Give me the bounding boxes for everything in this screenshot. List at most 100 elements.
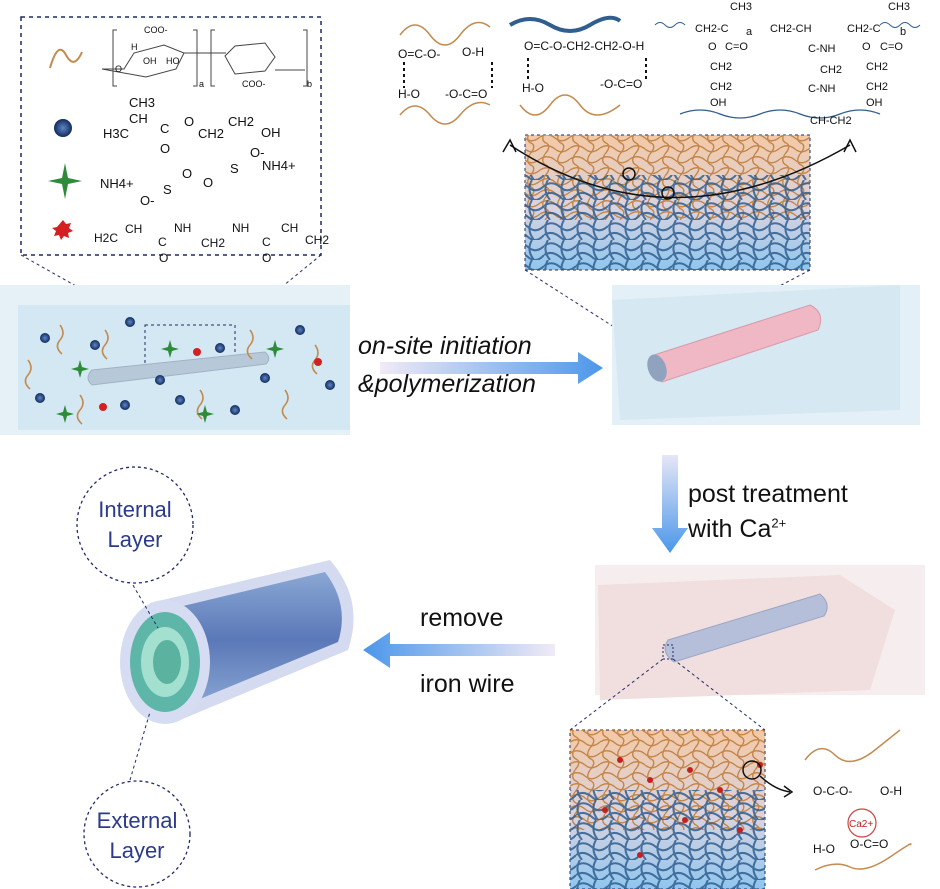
precursor-container [0, 285, 350, 435]
external-line1: External [96, 808, 178, 833]
formula-label: O [160, 141, 170, 156]
formula-label: NH4+ [262, 158, 296, 173]
ca-ion-label: Ca2+ [849, 819, 873, 830]
formula-label: O [708, 41, 717, 53]
external-layer-callout [83, 780, 191, 888]
formula-label: C [160, 121, 169, 136]
step2-label-line2: with Ca2+ [688, 515, 786, 544]
formula-label: CH2 [201, 236, 225, 250]
iron-wire [87, 351, 270, 386]
internal-layer-callout [76, 466, 194, 584]
hollow-tube [120, 560, 354, 724]
formula-label: O=C-O-CH2-CH2-O-H [524, 39, 644, 53]
alginate-symbol [49, 48, 83, 69]
mba-formula: H2C CH C NH CH2 NH C CH CH2 O O [94, 221, 329, 265]
formula-label: CH2 [820, 64, 842, 76]
step1-label-line2: &polymerization [358, 370, 536, 398]
formula-label: O- [250, 145, 264, 160]
formula-label: -O-C=O [600, 77, 642, 91]
formula-label: O [862, 41, 871, 53]
formula-label: S [163, 182, 172, 197]
aps-formula: NH4+ S O O S NH4+ O- O- [100, 145, 296, 208]
internal-line2: Layer [107, 527, 163, 552]
external-line2: Layer [109, 838, 165, 863]
formula-label: CH2 [866, 61, 888, 73]
alginate-formula [101, 29, 308, 87]
arrow-left-remove-wire [363, 632, 555, 668]
ca-crosslink-panel: O-C-O- O-H H-O O-C=O Ca2+ [804, 729, 912, 871]
interaction-panel-1: O=C-O-O-HH-O-O-C=O [398, 21, 493, 125]
formula-label: b [900, 26, 906, 38]
formula-label: H-O [522, 81, 544, 95]
formula-label: CH2 [710, 61, 732, 73]
formula-label: a [746, 26, 753, 38]
label: HO [166, 56, 180, 66]
formula-label: NH4+ [100, 176, 134, 191]
internal-line1: Internal [98, 497, 172, 522]
formula-label: OH [261, 125, 281, 140]
formula-label: C=O [725, 41, 748, 53]
label: b [307, 79, 312, 89]
arrow-right-polymerization [380, 352, 603, 384]
formula-label: O [262, 251, 271, 265]
formula-label: O-C-O- [813, 784, 852, 798]
step2-label-line1: post treatment [688, 480, 848, 508]
formula-label: CH [281, 221, 298, 235]
network-zoom-top [502, 134, 857, 271]
label: OH [143, 56, 157, 66]
aps-star-icon [48, 163, 82, 199]
step3-label-line1: remove [420, 604, 504, 632]
formula-label: CH2-C [847, 23, 881, 35]
label: COO- [242, 79, 266, 89]
formula-label: O [159, 251, 168, 265]
formula-label: CH3 [888, 1, 910, 13]
step2-text: with Ca [688, 515, 772, 543]
formula-label: CH2 [305, 233, 329, 247]
arrow-down-ca-treatment [652, 455, 688, 553]
formula-label: CH2-C [695, 23, 729, 35]
formula-label: S [230, 161, 239, 176]
formula-label: OH [866, 97, 883, 109]
formula-label: H3C [103, 126, 129, 141]
alginate-formula-labels: COO- H OH HO O a b COO- [115, 25, 312, 89]
mba-star-icon [52, 220, 73, 240]
formula-label: NH [174, 221, 191, 235]
formula-label: CH2 [710, 81, 732, 93]
network-zoom-bottom [569, 729, 794, 889]
formula-label: CH2 [198, 126, 224, 141]
formula-label: CH2 [228, 114, 254, 129]
step3-label-line2: iron wire [420, 670, 515, 698]
formula-label: C [262, 235, 271, 249]
hema-sphere-icon [54, 119, 72, 137]
formula-label: O-H [462, 45, 484, 59]
formula-label: -O-C=O [445, 87, 487, 101]
formula-label: C [158, 235, 167, 249]
formula-label: NH [232, 221, 249, 235]
formula-label: CH3 [129, 95, 155, 110]
formula-label: CH [129, 111, 148, 126]
formula-label: CH2 [866, 81, 888, 93]
formula-label: O-H [880, 784, 902, 798]
formula-label: O [184, 114, 194, 129]
formula-label: CH3 [730, 1, 752, 13]
label: O [115, 64, 122, 74]
formula-label: C=O [880, 41, 903, 53]
formula-label: H-O [813, 842, 835, 856]
formula-label: C-NH [808, 83, 836, 95]
step2-superscript: 2+ [771, 515, 787, 531]
hydrogel-container-2 [595, 565, 925, 700]
formula-label: CH-CH2 [810, 115, 852, 127]
formula-label: O [182, 166, 192, 181]
hydrogel-container-1 [612, 285, 920, 425]
formula-label: H2C [94, 231, 118, 245]
formula-label: CH [125, 222, 142, 236]
formula-label: O-C=O [850, 837, 888, 851]
label: a [199, 79, 204, 89]
interaction-panel-2: O=C-O-CH2-CH2-O-H H-O -O-C=O [508, 15, 647, 116]
formula-label: O- [140, 193, 154, 208]
formula-label: OH [710, 97, 727, 109]
label: H [131, 42, 138, 52]
formula-label: O=C-O- [398, 47, 440, 61]
